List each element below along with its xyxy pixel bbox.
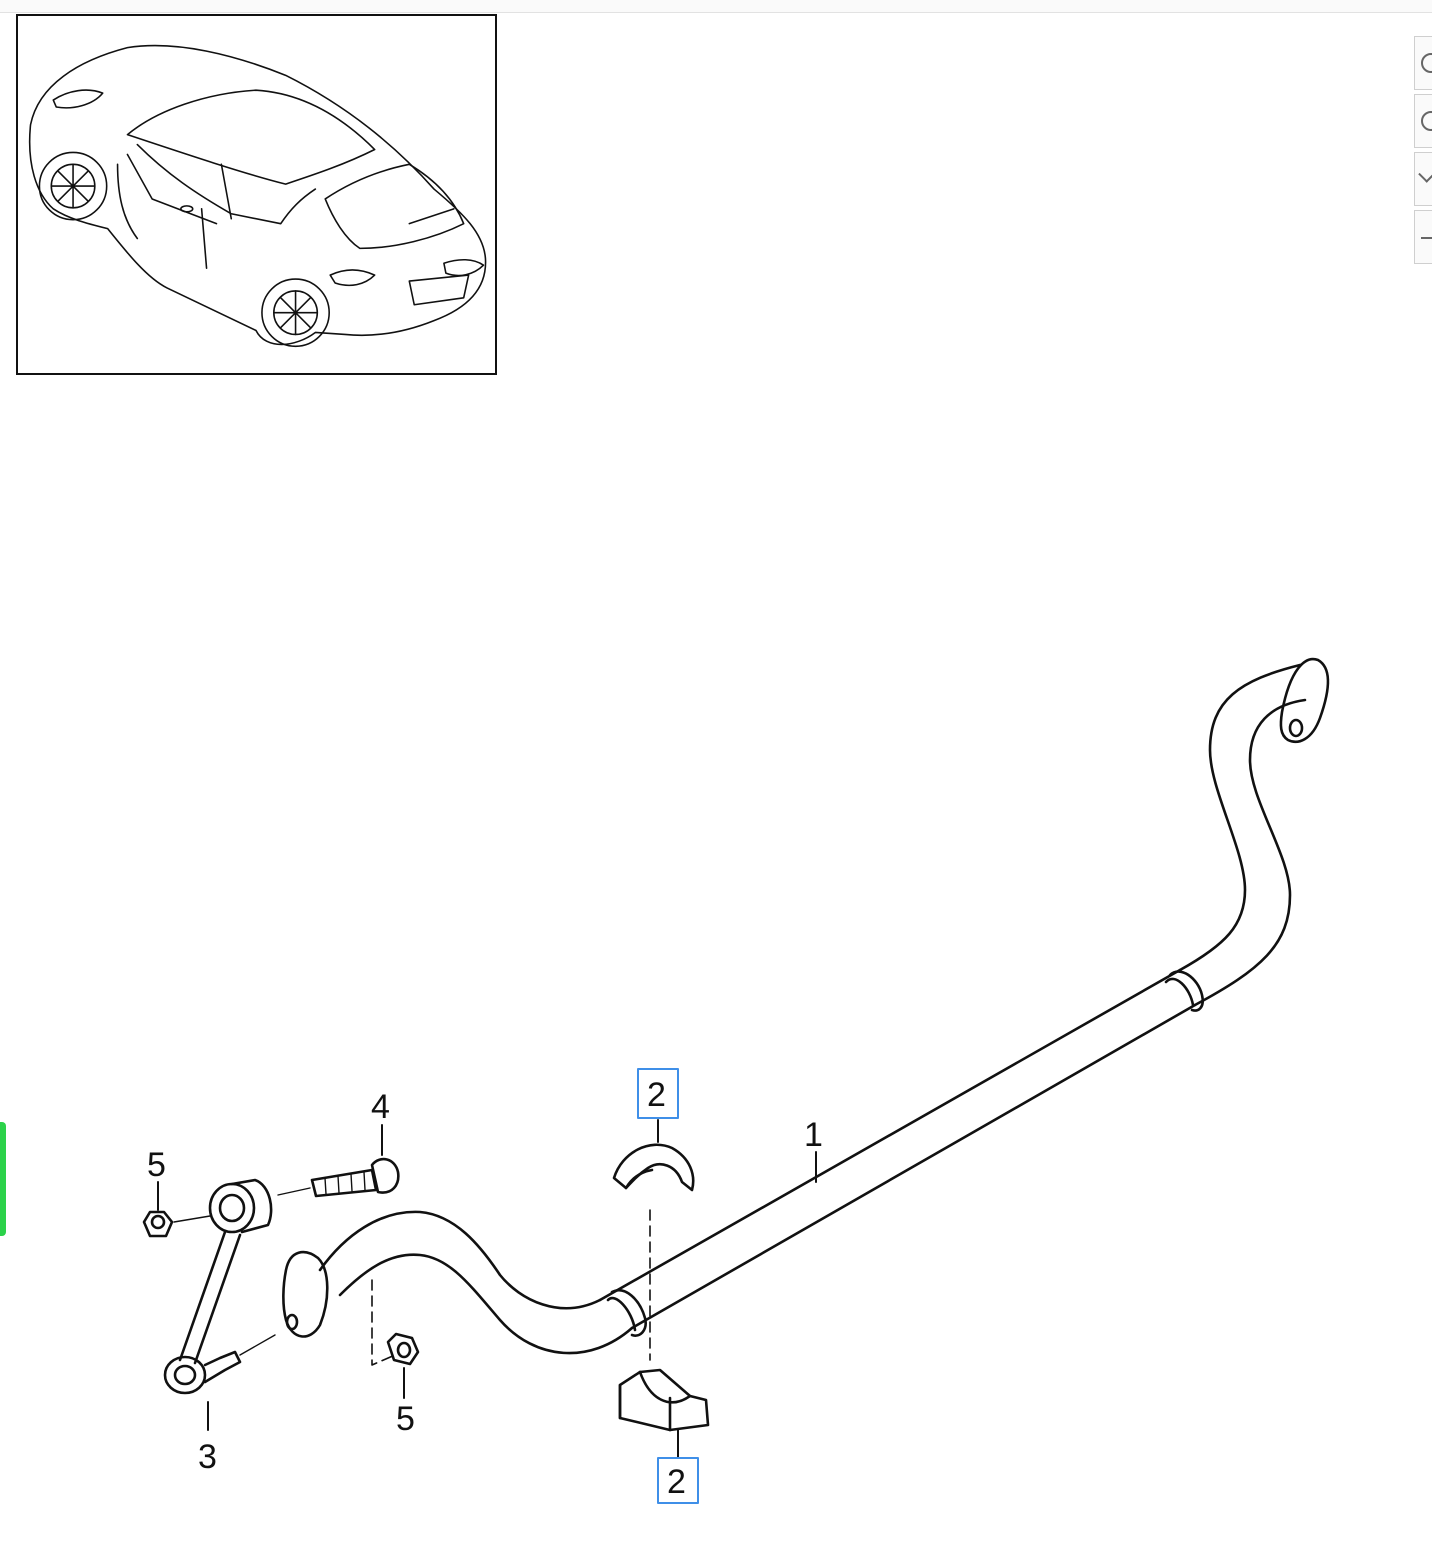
vehicle-thumbnail: [16, 14, 497, 375]
callout-4[interactable]: 4: [371, 1088, 390, 1126]
zoom-in-icon: [1421, 53, 1432, 73]
rear-wheel: [261, 278, 330, 348]
side-panel-tab[interactable]: [0, 1122, 6, 1236]
callout-5b[interactable]: 5: [396, 1400, 415, 1438]
side-toolbar: [1414, 36, 1432, 268]
callout-leaders: [157, 1119, 817, 1459]
coupling-rod[interactable]: [163, 1178, 276, 1395]
nut-left[interactable]: [142, 1210, 211, 1238]
parts-diagram: 1 2 2 3 4 5 5: [0, 380, 1432, 1552]
rubber-mount-lower[interactable]: [618, 1368, 710, 1432]
front-wheel: [38, 151, 108, 221]
callout-2b[interactable]: 2: [667, 1463, 686, 1501]
car-rear-window: [324, 163, 465, 250]
check-button[interactable]: [1414, 152, 1432, 206]
minus-icon: [1421, 237, 1432, 241]
callout-2a-box: [637, 1068, 679, 1119]
top-toolbar: [0, 0, 1432, 13]
minus-button[interactable]: [1414, 210, 1432, 264]
zoom-out-button[interactable]: [1414, 94, 1432, 148]
rubber-mount-upper[interactable]: [612, 1143, 695, 1192]
callout-2a[interactable]: 2: [647, 1076, 666, 1114]
callout-3[interactable]: 3: [198, 1438, 217, 1476]
callout-5a[interactable]: 5: [147, 1146, 166, 1184]
stabilizer-bar[interactable]: [282, 657, 1330, 1366]
zoom-out-icon: [1421, 111, 1432, 131]
car-roof: [126, 89, 376, 185]
callout-1[interactable]: 1: [804, 1116, 823, 1154]
zoom-in-button[interactable]: [1414, 36, 1432, 90]
nut-right[interactable]: [386, 1332, 420, 1366]
car-illustration: [28, 44, 487, 348]
callout-2b-box: [657, 1457, 699, 1504]
check-icon: [1418, 167, 1432, 183]
bolt[interactable]: [277, 1157, 400, 1198]
car-body: [28, 44, 487, 346]
